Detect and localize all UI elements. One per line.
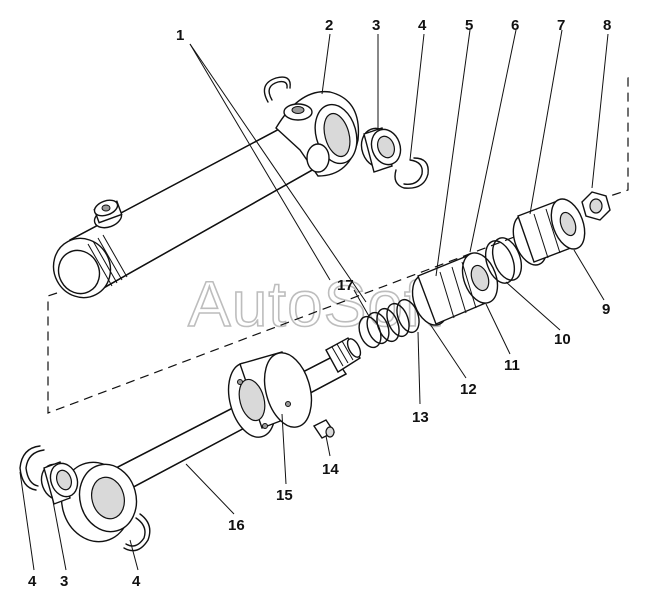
callout-5: 5	[465, 17, 473, 34]
assembly-dashed-path	[47, 77, 629, 414]
callout-16: 16	[228, 517, 245, 534]
callout-2: 2	[325, 17, 333, 34]
callout-1: 1	[176, 27, 184, 44]
callout-15: 15	[276, 487, 293, 504]
piston-seal-stack	[358, 191, 611, 349]
watermark-text: AutoSoft	[188, 268, 442, 340]
circlip-top	[394, 157, 429, 189]
callout-8: 8	[603, 17, 611, 34]
cylinder-barrel	[52, 76, 360, 299]
callout-numbers: 1 2 3 4 5 6 7 8 9 10 11 12 13 14 15 16 1…	[28, 17, 611, 590]
callout-4-bottom-left: 4	[28, 573, 37, 590]
callout-10: 10	[554, 331, 571, 348]
callout-4: 4	[418, 17, 427, 34]
callout-17: 17	[337, 277, 354, 294]
leader-lines	[19, 29, 609, 571]
piston-rod	[60, 337, 362, 543]
spherical-bearing-top	[360, 127, 402, 173]
callout-14: 14	[322, 461, 339, 478]
callout-11: 11	[504, 357, 520, 374]
spherical-bearing-bottom	[40, 461, 79, 505]
callout-6: 6	[511, 17, 519, 34]
grease-nipple	[312, 419, 336, 439]
circlip-bottom-left	[19, 445, 45, 491]
callout-9: 9	[602, 301, 610, 318]
callout-12: 12	[460, 381, 477, 398]
callout-13: 13	[412, 409, 429, 426]
callout-3-bottom: 3	[60, 573, 68, 590]
callout-3: 3	[372, 17, 380, 34]
callout-7: 7	[557, 17, 565, 34]
callout-4-bottom-right: 4	[132, 573, 141, 590]
